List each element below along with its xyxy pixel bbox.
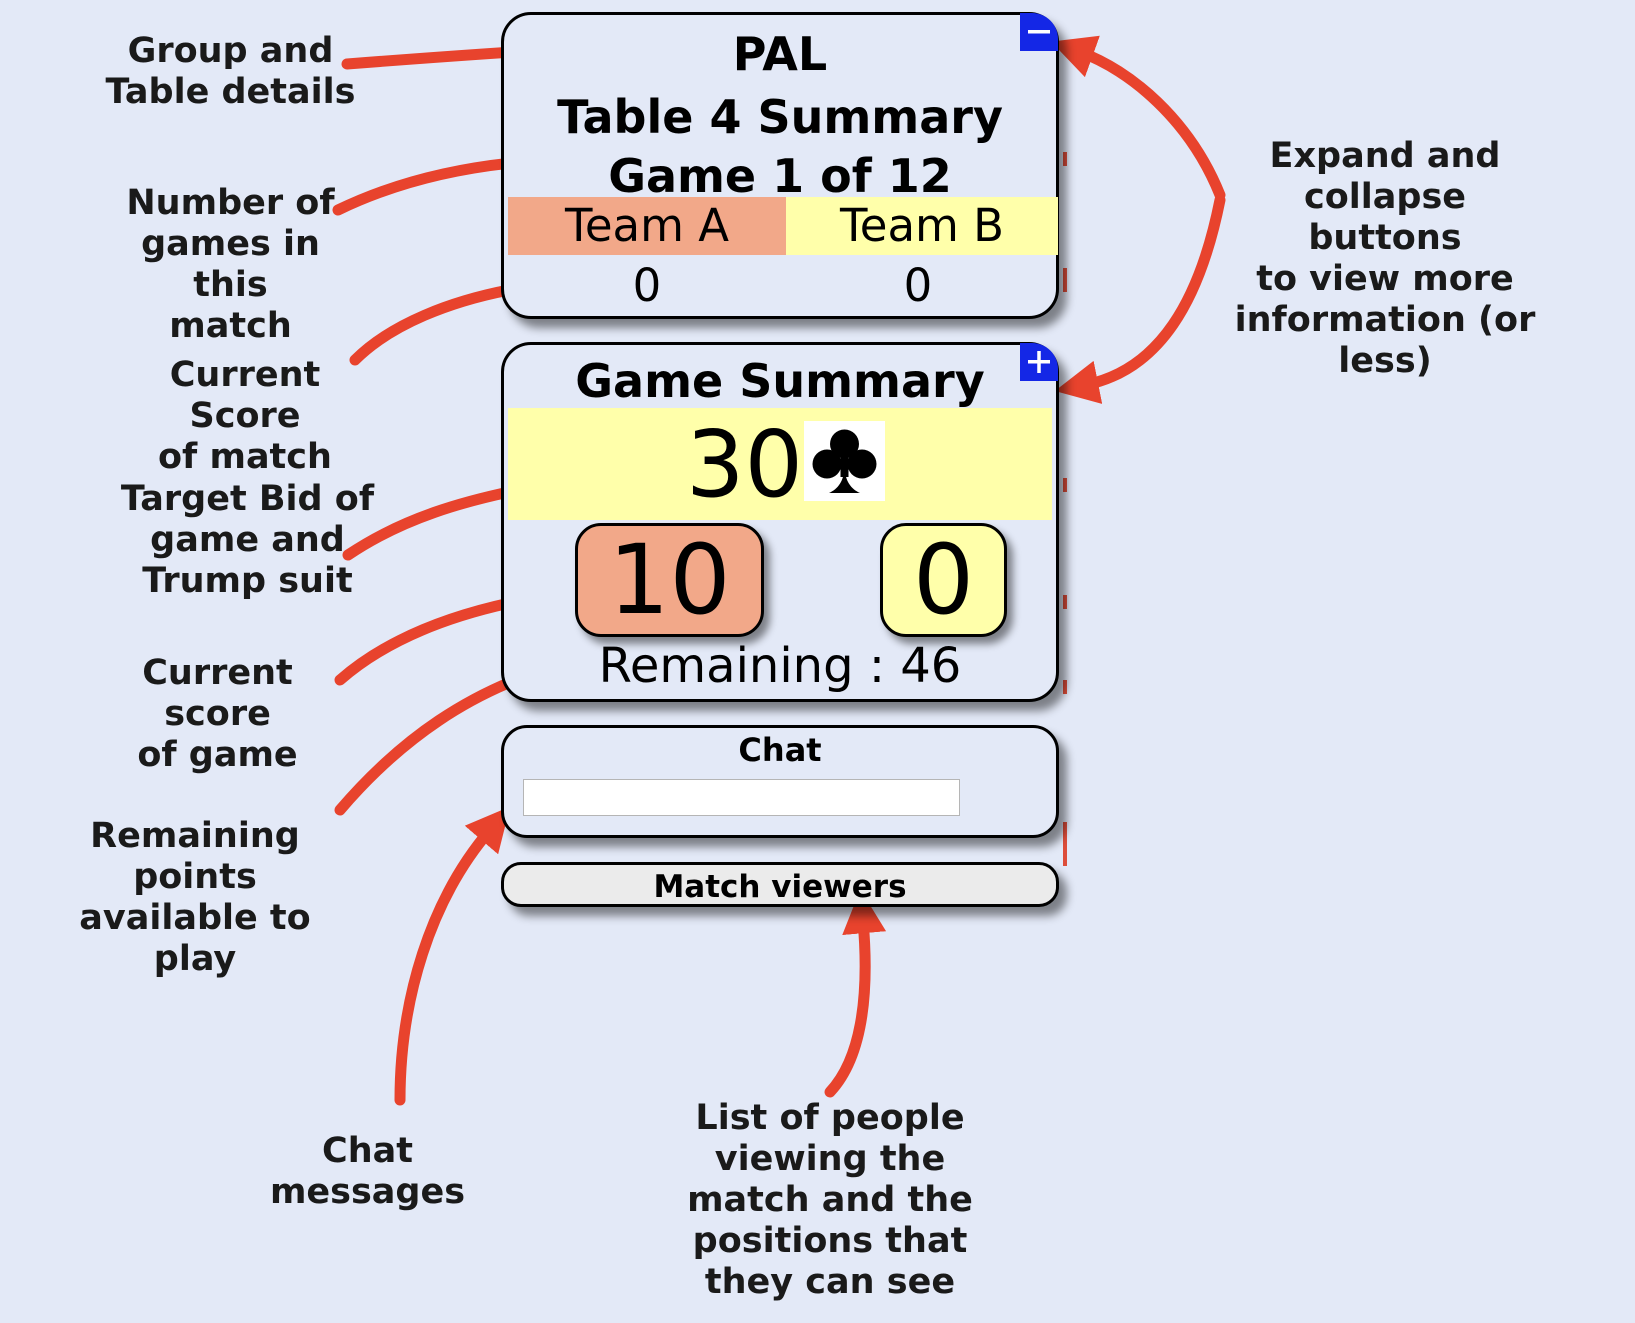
team-a-header: Team A (508, 197, 786, 255)
callout-target-bid: Target Bid of game and Trump suit (120, 479, 375, 601)
team-b-game-score: 0 (880, 523, 1007, 637)
chat-input[interactable] (523, 779, 960, 816)
remaining-label: Remaining : (598, 638, 901, 694)
arrow-collapse (1051, 35, 1226, 201)
match-viewers-label: Match viewers (653, 869, 907, 905)
game-summary-title: Game Summary (575, 354, 985, 408)
callout-viewers-list: List of people viewing the match and the… (687, 1098, 973, 1302)
match-viewers-button[interactable]: Match viewers (501, 862, 1059, 907)
callout-expand-collapse: Expand and collapse buttons to view more… (1234, 136, 1536, 381)
arrow-match-score (349, 268, 551, 366)
callout-match-score: Current Score of match (158, 355, 332, 477)
callout-group-table: Group and Table details (105, 31, 356, 112)
team-a-game-score: 10 (575, 523, 764, 637)
collapse-minus-icon (1028, 30, 1050, 34)
table-title: Table 4 Summary (557, 90, 1003, 144)
club-suit-icon (804, 421, 885, 501)
edge-mark (1063, 478, 1067, 492)
edge-mark (1063, 152, 1067, 166)
callout-remaining-points: Remaining points available to play (79, 816, 311, 979)
expand-button[interactable] (1020, 343, 1058, 381)
arrow-chat (394, 806, 511, 1106)
edge-mark (1063, 680, 1067, 694)
callout-chat-messages: Chat messages (269, 1131, 466, 1212)
edge-mark (1063, 822, 1067, 866)
edge-mark (1063, 595, 1067, 609)
team-b-match-score: 0 (903, 259, 933, 312)
remaining-value: 46 (900, 638, 962, 694)
game-summary-panel: Game Summary 30 10 0 Remaining : 46 (501, 342, 1059, 702)
callout-games-in-match: Number of games in this match (126, 183, 335, 346)
chat-panel: Chat (501, 725, 1059, 838)
expand-plus-icon (1028, 351, 1050, 373)
callout-game-score: Current score of game (137, 653, 298, 775)
group-name: PAL (732, 27, 828, 81)
remaining-points: Remaining : 46 (504, 637, 1056, 695)
arrow-viewers (824, 889, 887, 1098)
chat-title: Chat (738, 731, 822, 769)
edge-mark (1063, 268, 1067, 292)
table-summary-panel: PAL Table 4 Summary Game 1 of 12 Team A … (501, 12, 1059, 319)
team-b-header: Team B (786, 197, 1058, 255)
arrow-expand (1054, 194, 1226, 404)
team-a-match-score: 0 (632, 259, 662, 312)
target-bid-value: 30 (686, 411, 804, 518)
game-count: Game 1 of 12 (608, 149, 952, 203)
target-bid-band: 30 (508, 408, 1052, 520)
collapse-button[interactable] (1020, 13, 1058, 51)
